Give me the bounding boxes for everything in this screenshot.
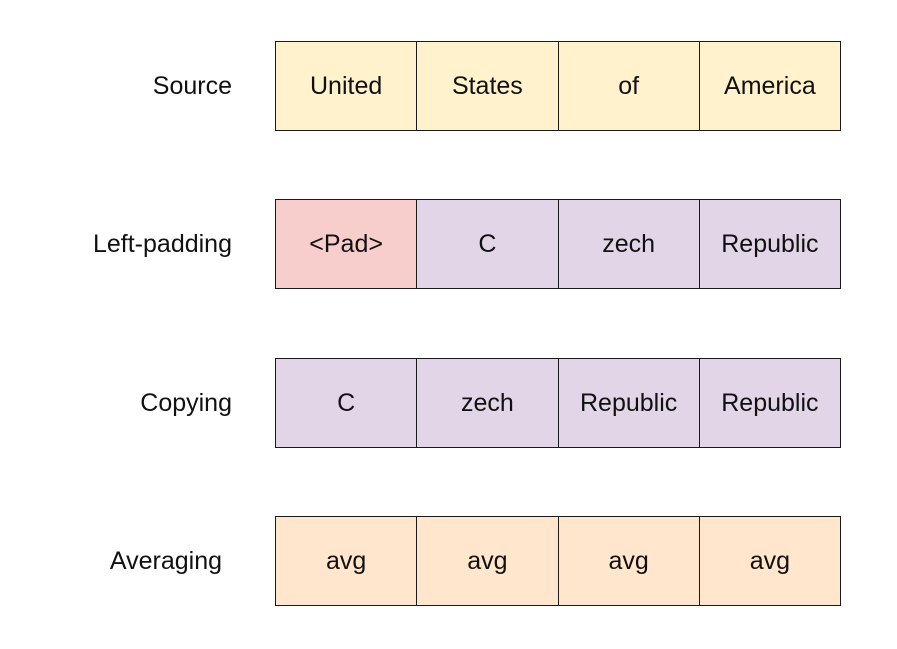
token-cell: zech — [557, 200, 699, 288]
row-copying: Copying C zech Republic Republic — [0, 358, 897, 448]
row-averaging: Averaging avg avg avg avg — [0, 516, 897, 606]
token-cell: C — [276, 359, 417, 447]
row-label-copying: Copying — [140, 389, 232, 417]
token-cell: avg — [698, 517, 840, 605]
token-strip-averaging: avg avg avg avg — [275, 516, 841, 606]
token-strip-source: United States of America — [275, 41, 841, 131]
token-cell: C — [416, 200, 558, 288]
token-cell: United — [276, 42, 417, 130]
token-cell: States — [416, 42, 558, 130]
token-cell: Republic — [698, 200, 840, 288]
token-cell: of — [557, 42, 699, 130]
row-source: Source United States of America — [0, 41, 897, 131]
token-cell: Republic — [698, 359, 840, 447]
token-cell: America — [698, 42, 840, 130]
token-cell: avg — [416, 517, 558, 605]
token-strip-copying: C zech Republic Republic — [275, 358, 841, 448]
row-left-padding: Left-padding <Pad> C zech Republic — [0, 199, 897, 289]
token-cell: avg — [276, 517, 417, 605]
token-strip-left-padding: <Pad> C zech Republic — [275, 199, 841, 289]
row-label-averaging: Averaging — [109, 547, 222, 575]
token-cell: Republic — [557, 359, 699, 447]
token-cell: zech — [416, 359, 558, 447]
pad-token-cell: <Pad> — [276, 200, 417, 288]
row-label-left-padding: Left-padding — [92, 230, 232, 258]
token-cell: avg — [557, 517, 699, 605]
row-label-source: Source — [152, 72, 232, 100]
